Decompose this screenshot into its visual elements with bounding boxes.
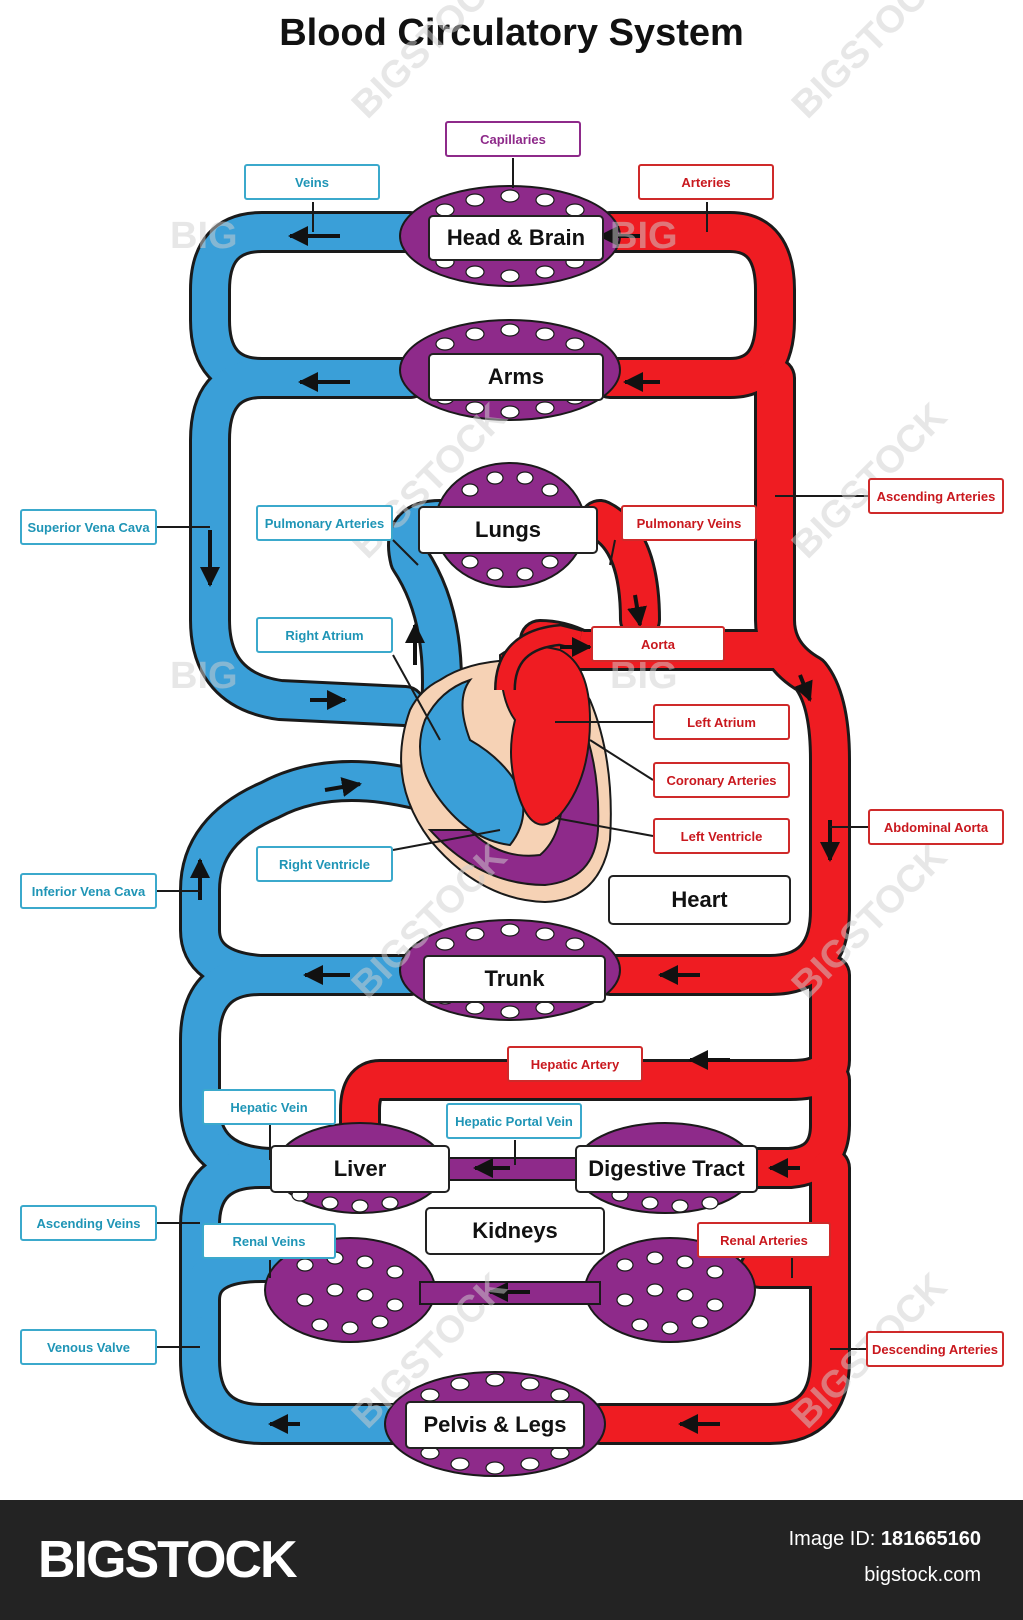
label-venous-valve: Venous Valve xyxy=(20,1329,157,1365)
heart-muscle xyxy=(427,738,600,887)
watermark-big: BIG xyxy=(170,215,238,257)
footer-bar: BIGSTOCK Image ID: 181665160 bigstock.co… xyxy=(0,1500,1023,1620)
label-coronary-arteries: Coronary Arteries xyxy=(653,762,790,798)
connector-lines xyxy=(157,158,868,1350)
label-hepatic-portal-vein: Hepatic Portal Vein xyxy=(446,1103,582,1139)
organ-trunk: Trunk xyxy=(423,955,606,1003)
organ-head-brain: Head & Brain xyxy=(428,215,604,261)
label-aorta: Aorta xyxy=(591,626,725,662)
organ-lungs: Lungs xyxy=(418,506,598,554)
watermark-big: BIG xyxy=(170,655,238,697)
label-renal-veins: Renal Veins xyxy=(202,1223,336,1259)
site-url: bigstock.com xyxy=(864,1564,981,1586)
label-hepatic-vein: Hepatic Vein xyxy=(202,1089,336,1125)
label-ascending-arteries: Ascending Arteries xyxy=(868,478,1004,514)
label-left-ventricle: Left Ventricle xyxy=(653,818,790,854)
label-renal-arteries: Renal Arteries xyxy=(697,1222,831,1258)
label-pulmonary-arteries: Pulmonary Arteries xyxy=(256,505,393,541)
watermark-big: BIG xyxy=(610,655,678,697)
image-id-value: 181665160 xyxy=(880,1528,981,1550)
label-veins: Veins xyxy=(244,164,380,200)
label-right-ventricle: Right Ventricle xyxy=(256,846,393,882)
organ-digestive-tract: Digestive Tract xyxy=(575,1145,758,1193)
organ-arms: Arms xyxy=(428,353,604,401)
label-superior-vena-cava: Superior Vena Cava xyxy=(20,509,157,545)
label-arteries: Arteries xyxy=(638,164,774,200)
organ-pelvis-legs: Pelvis & Legs xyxy=(405,1401,585,1449)
label-inferior-vena-cava: Inferior Vena Cava xyxy=(20,873,157,909)
organ-liver: Liver xyxy=(270,1145,450,1193)
label-capillaries: Capillaries xyxy=(445,121,581,157)
heart-illustration xyxy=(400,623,612,904)
label-left-atrium: Left Atrium xyxy=(653,704,790,740)
image-id-line: Image ID: 181665160 xyxy=(789,1528,981,1551)
circulatory-diagram xyxy=(157,158,868,1477)
label-pulmonary-veins: Pulmonary Veins xyxy=(621,505,757,541)
label-descending-arteries: Descending Arteries xyxy=(866,1331,1004,1367)
organ-heart: Heart xyxy=(608,875,791,925)
heart-left-side xyxy=(498,645,592,826)
label-abdominal-aorta: Abdominal Aorta xyxy=(868,809,1004,845)
label-hepatic-artery: Hepatic Artery xyxy=(507,1046,643,1082)
label-right-atrium: Right Atrium xyxy=(256,617,393,653)
brand-logo: BIGSTOCK xyxy=(38,1531,298,1589)
flow-arrows xyxy=(190,226,840,1434)
page-title: Blood Circulatory System xyxy=(279,12,744,54)
watermark-big: BIG xyxy=(610,215,678,257)
organ-kidneys: Kidneys xyxy=(425,1207,605,1255)
label-ascending-veins: Ascending Veins xyxy=(20,1205,157,1241)
image-id-label: Image ID: xyxy=(788,1528,876,1550)
